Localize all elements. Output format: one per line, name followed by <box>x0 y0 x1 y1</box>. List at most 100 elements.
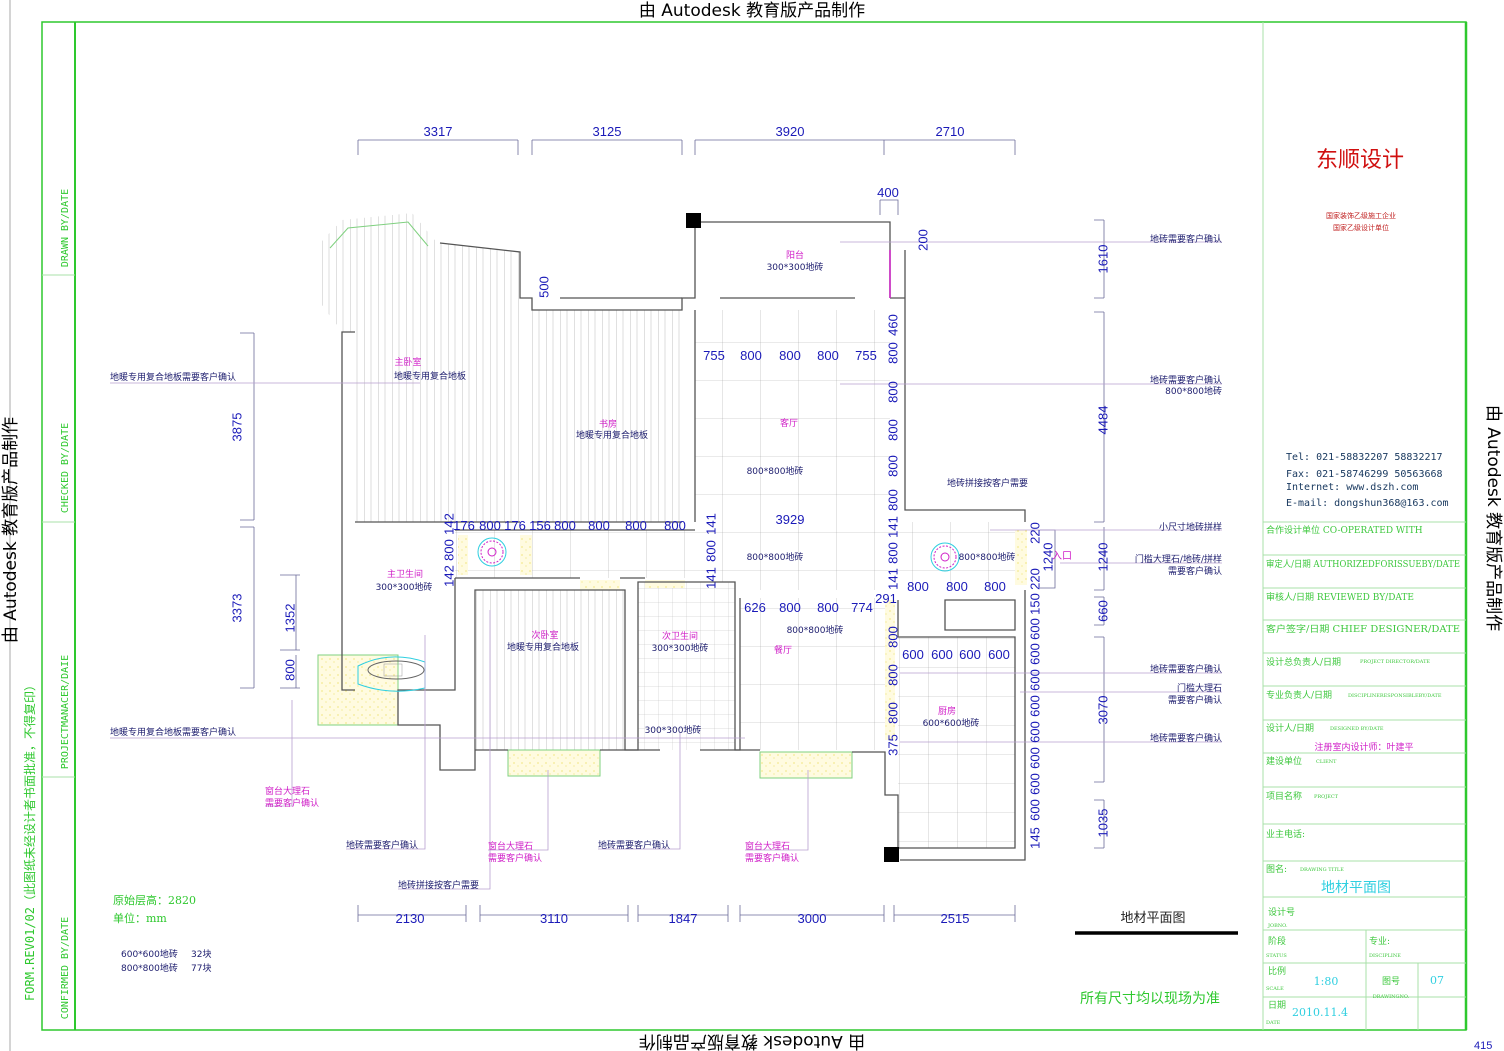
company-sub: 国家装饰乙级施工企业 <box>1326 211 1396 220</box>
kitchen-area <box>898 637 1015 848</box>
material: 地暖专用复合地板 <box>394 370 466 382</box>
dimension-label: 141 <box>885 568 900 590</box>
annotation: 窗台大理石 <box>265 785 310 797</box>
tb-date: 日期 <box>1268 1000 1286 1011</box>
annotation: 地砖需要客户确认 <box>1150 663 1222 675</box>
dimension-label: 3070 <box>1095 696 1110 725</box>
tb-project-director: 设计总负责人/日期 <box>1266 656 1341 668</box>
dimension-label: 800 <box>554 518 576 533</box>
dimension-label: 3373 <box>229 594 244 623</box>
dimension-label: 626 <box>744 600 766 615</box>
dimension-label: 800 <box>885 342 900 364</box>
dimension-label: 141 <box>885 516 900 538</box>
project-manager-label: PROJECTMANACER/DAIE <box>60 655 71 769</box>
tb-owner-phone: 业主电话: <box>1266 828 1305 840</box>
annotation: 地砖需要客户确认 <box>1150 233 1222 245</box>
dimension-label: 800 <box>946 579 968 594</box>
date-value: 2010.11.4 <box>1292 1006 1348 1019</box>
dimension-label: 800 <box>817 600 839 615</box>
dimension-label: 800 <box>479 518 501 533</box>
tile-count: 77块 <box>191 962 211 974</box>
dimension-label: 156 <box>529 518 551 533</box>
tb-small: DATE <box>1266 1020 1281 1026</box>
annotation: 门槛大理石/地砖/拼样 <box>1135 553 1222 565</box>
drawn-by-label: DRAWN BY/DATE <box>60 189 71 267</box>
dimension-label: 800 <box>885 455 900 477</box>
dimension-label: 1610 <box>1095 245 1110 274</box>
tb-small: DRAWING TITLE <box>1300 867 1344 873</box>
dimension-label: 220 <box>1027 522 1042 544</box>
material: 地暖专用复合地板 <box>507 641 579 653</box>
material: 800*800地砖 <box>959 551 1016 563</box>
tb-client-sign: 客户签字/日期 CHIEF DESIGNER/DATE <box>1266 623 1460 635</box>
annotation: 需要客户确认 <box>265 797 319 809</box>
dimension-label: 1352 <box>282 604 297 633</box>
tb-status: 阶段 <box>1268 935 1286 947</box>
dimension-label: 176 <box>453 518 475 533</box>
tb-discipline: 专业: <box>1369 935 1390 947</box>
dimension-label: 3875 <box>229 413 244 442</box>
dining-area <box>740 598 885 750</box>
dimension-label: 176 <box>504 518 526 533</box>
dimension-label: 1847 <box>669 911 698 926</box>
annotation: 需要客户确认 <box>488 852 542 864</box>
living-room-area <box>695 310 890 590</box>
tb-scale: 比例 <box>1268 965 1286 977</box>
dimension-label: 755 <box>703 348 725 363</box>
dimension-label: 220 <box>1027 568 1042 590</box>
tb-jobno: 设计号 <box>1268 906 1295 918</box>
balcony-area <box>695 222 890 298</box>
tb-small: DESIGNED BY/DATE <box>1330 726 1384 732</box>
annotation: 窗台大理石 <box>745 840 790 852</box>
checked-by-label: CHECKED BY/DATE <box>60 423 71 513</box>
dimension-label: 2130 <box>396 911 425 926</box>
title-block-grid <box>1262 22 1466 1030</box>
dimension-label: 3929 <box>776 512 805 527</box>
dimension-label: 2515 <box>941 911 970 926</box>
second-bedroom-area <box>475 590 625 750</box>
dimension-label: 800 <box>885 664 900 686</box>
room-living: 客厅 <box>780 417 798 429</box>
tile-type: 800*800地砖 <box>121 962 178 974</box>
threshold-entrance <box>1015 530 1027 585</box>
tb-client: 建设单位 <box>1266 755 1302 767</box>
dimension-label: 600 <box>1027 773 1042 795</box>
tb-small: JOBNO. <box>1267 923 1288 929</box>
footer-note: 所有尺寸均以现场为准 <box>1080 991 1220 1007</box>
tb-small: DISCIPLINERESPONSIBLEBY/DATE <box>1348 693 1442 699</box>
window-sill-3 <box>759 751 853 779</box>
tb-small: DISCIPLINE <box>1369 953 1401 959</box>
entrance-label: 入口 <box>1052 551 1072 562</box>
internet: Internet: www.dszh.com <box>1286 482 1418 493</box>
column-marker <box>884 847 899 862</box>
annotation: 地暖专用复合地板需要客户确认 <box>110 726 236 738</box>
dimension-label: 145 <box>1027 827 1042 849</box>
dimension-label: 150 <box>1027 593 1042 615</box>
master-bedroom-area <box>318 213 520 522</box>
company-name: 东顺设计 <box>1316 148 1404 173</box>
second-bath-area <box>638 582 735 750</box>
watermark-bottom: 由 Autodesk 教育版产品制作 <box>639 1031 865 1051</box>
dimension-label: 800 <box>779 600 801 615</box>
unit-note: 单位：mm <box>113 911 167 925</box>
room-second-bedroom: 次卧室 <box>531 629 558 641</box>
tile-count: 32块 <box>191 948 211 960</box>
dimension-label: 800 <box>885 542 900 564</box>
annotation: 800*800地砖 <box>1165 385 1222 397</box>
dimension-label: 800 <box>740 348 762 363</box>
tb-small: STATUS <box>1266 953 1287 959</box>
annotation: 地砖需要客户确认 <box>346 839 418 851</box>
dimension-label: 141 <box>703 513 718 535</box>
corridor-area <box>455 530 695 578</box>
dimension-label: 800 <box>282 659 297 681</box>
annotation: 需要客户确认 <box>745 852 799 864</box>
annotation: 小尺寸地砖拼样 <box>1159 521 1222 533</box>
annotation: 需要客户确认 <box>1168 565 1222 577</box>
entrance-area <box>890 522 1025 590</box>
dimension-label: 460 <box>885 314 900 336</box>
dimension-label: 3000 <box>798 911 827 926</box>
dimension-label: 800 <box>885 489 900 511</box>
dimension-label: 800 <box>817 348 839 363</box>
watermark-top: 由 Autodesk 教育版产品制作 <box>639 1 865 21</box>
